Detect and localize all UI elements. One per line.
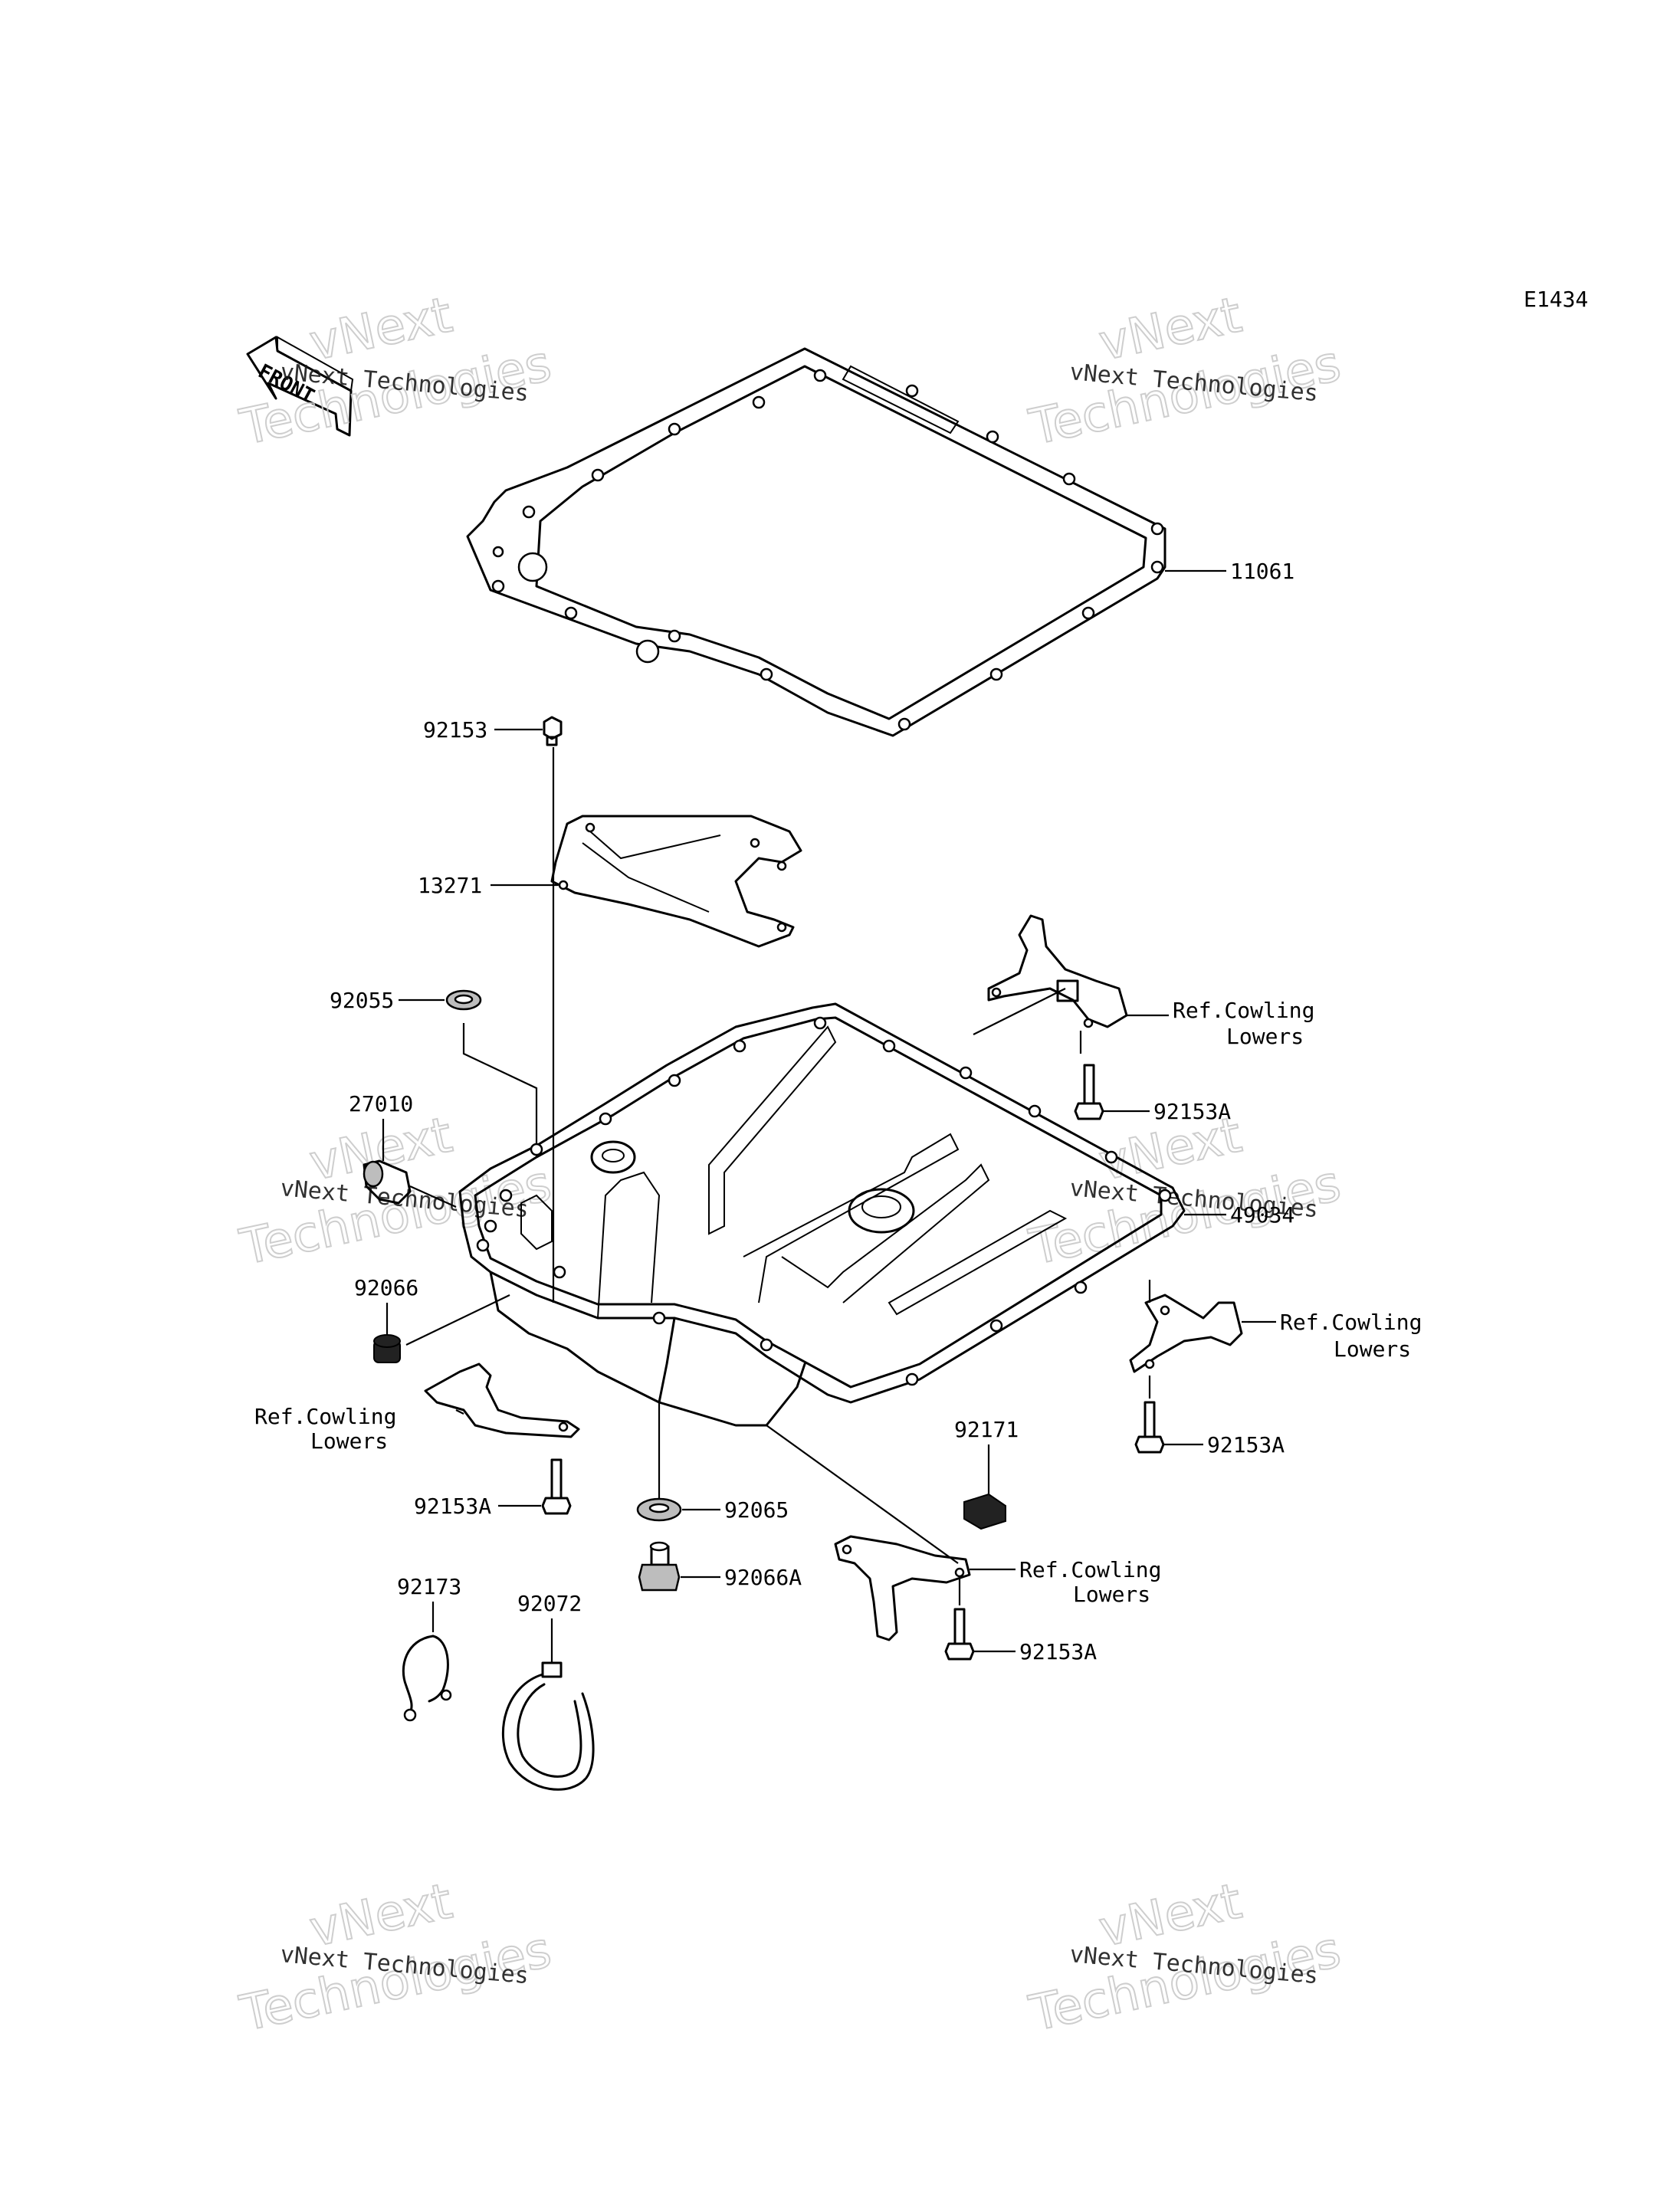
gasket-bolt-holes (491, 369, 1164, 731)
part-number-92173: 92173 (397, 1574, 461, 1599)
watermark-top-right: vNext Technologies vNext Technologies (1024, 286, 1347, 457)
part-number-92153A-left: 92153A (414, 1494, 491, 1519)
watermark-top-left: vNext Technologies vNext Technologies (235, 286, 557, 457)
bracket-lower (766, 1425, 1016, 1641)
clamp-92173 (402, 1602, 452, 1722)
part-number-92055: 92055 (330, 988, 394, 1013)
part-number-13271: 13271 (418, 873, 482, 898)
part-number-92171: 92171 (954, 1417, 1019, 1442)
band-92072 (501, 1618, 595, 1791)
switch-27010 (363, 1119, 457, 1208)
ref-left-line1: Ref.Cowling (254, 1404, 396, 1429)
bolt-92153 (494, 716, 563, 1303)
ref-upper-right-line2: Lowers (1226, 1024, 1304, 1049)
ref-upper-right-line1: Ref.Cowling (1173, 998, 1314, 1023)
part-number-92072: 92072 (517, 1591, 582, 1616)
clip-92171 (963, 1444, 1006, 1530)
ref-lower-line2: Lowers (1073, 1582, 1150, 1607)
washer-92065 (636, 1402, 720, 1522)
plug-92066 (373, 1294, 510, 1363)
part-number-92153A-lower: 92153A (1019, 1639, 1097, 1664)
ref-lower-line1: Ref.Cowling (1019, 1557, 1161, 1582)
bolt-92153A-upper-right (1074, 1064, 1150, 1120)
part-number-92153A-upper-right: 92153A (1153, 1099, 1231, 1124)
oil-pan-49034 (458, 1002, 1226, 1427)
bracket-upper-right (973, 914, 1169, 1054)
plate-13271 (491, 815, 802, 948)
ref-left-line2: Lowers (310, 1428, 388, 1454)
plug-92066A (638, 1541, 720, 1592)
bolt-92153A-lower (944, 1579, 1016, 1661)
bolt-92153A-left (498, 1458, 572, 1515)
part-number-92153A-right: 92153A (1207, 1432, 1285, 1458)
ring-92055 (399, 989, 538, 1157)
ref-right-line1: Ref.Cowling (1280, 1310, 1422, 1335)
bolt-92153A-right (1134, 1376, 1203, 1454)
diagram-code: E1434 (1524, 287, 1588, 312)
ref-right-line2: Lowers (1334, 1336, 1411, 1362)
watermark-bottom-right: vNext Technologies vNext Technologies (1024, 1872, 1347, 2043)
part-number-92065: 92065 (724, 1497, 789, 1523)
gasket-11061 (466, 347, 1226, 737)
part-number-92153: 92153 (423, 717, 487, 743)
part-number-92066A: 92066A (724, 1565, 802, 1590)
bracket-right (1129, 1280, 1276, 1373)
part-number-11061: 11061 (1230, 559, 1294, 584)
part-number-92066: 92066 (354, 1275, 418, 1300)
watermark-bottom-left: vNext Technologies vNext Technologies (235, 1872, 557, 2043)
part-number-27010: 27010 (349, 1091, 413, 1117)
part-number-49034: 49034 (1230, 1202, 1294, 1228)
bracket-left (424, 1362, 580, 1438)
